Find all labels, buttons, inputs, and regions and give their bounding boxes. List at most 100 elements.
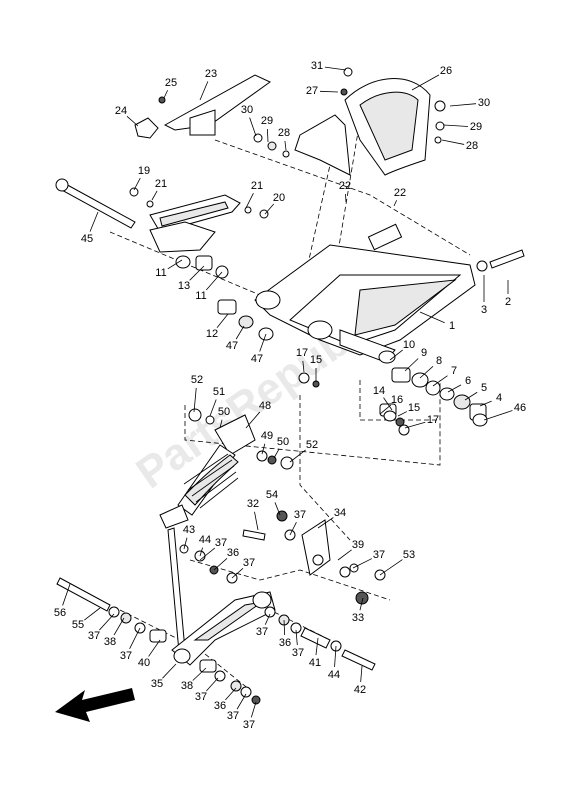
- callout-number: 6: [465, 375, 471, 387]
- leader-line: [302, 360, 305, 373]
- callout-number: 48: [259, 400, 271, 412]
- callout-number: 11: [195, 290, 206, 302]
- callout-number: 25: [165, 77, 177, 89]
- leader-line: [404, 358, 419, 372]
- leader-line: [163, 90, 168, 99]
- leader-line: [151, 190, 158, 201]
- callout-number: 37: [215, 537, 227, 549]
- callout-number: 45: [81, 233, 93, 245]
- leader-line: [199, 547, 203, 557]
- callout-number: 26: [440, 65, 452, 77]
- rear-shock-absorber: [159, 408, 294, 529]
- callout-number: 47: [251, 353, 263, 365]
- callout-number: 52: [306, 439, 318, 451]
- callout-number: 30: [241, 104, 253, 116]
- leader-line: [133, 177, 141, 191]
- callout-number: 22: [339, 180, 351, 192]
- callout-number: 32: [247, 498, 259, 510]
- leader-line: [479, 400, 492, 407]
- callout-number: 49: [261, 430, 273, 442]
- pivot-shaft: [55, 178, 136, 229]
- leader-line: [334, 645, 337, 668]
- leader-line: [129, 627, 141, 650]
- leader-line: [62, 583, 71, 606]
- leader-line: [359, 597, 364, 611]
- callout-number: 31: [311, 60, 323, 72]
- callout-number: 36: [214, 700, 226, 712]
- callout-number: 37: [373, 549, 385, 561]
- leader-line: [249, 117, 257, 137]
- pivot-spacers-left: [175, 255, 274, 341]
- bolts: [56, 510, 376, 671]
- callout-number: 56: [54, 607, 66, 619]
- leader-line: [352, 558, 373, 569]
- callout-number: 55: [72, 619, 84, 631]
- leader-line: [284, 140, 287, 151]
- leader-line: [213, 558, 228, 571]
- leader-line: [315, 637, 319, 656]
- leader-line: [264, 203, 275, 215]
- leader-line: [183, 537, 188, 550]
- callout-number: 37: [243, 719, 255, 731]
- callout-number: 14: [373, 385, 385, 397]
- axle-adjust-bolt: [476, 249, 525, 272]
- callout-number: 9: [421, 347, 427, 359]
- callout-number: 36: [279, 637, 291, 649]
- leader-line: [245, 411, 261, 429]
- callout-number: 50: [218, 406, 230, 418]
- callout-number: 24: [115, 105, 127, 117]
- leader-line: [360, 665, 363, 683]
- callout-number: 37: [195, 691, 207, 703]
- callout-number: 37: [227, 710, 239, 722]
- leader-line: [393, 200, 398, 207]
- leader-line: [126, 115, 139, 127]
- callout-number: 19: [138, 165, 150, 177]
- callout-number: 33: [352, 612, 364, 624]
- leader-line: [411, 74, 440, 91]
- relay-arm: [171, 591, 276, 666]
- leader-line: [225, 687, 237, 701]
- callout-number: 20: [273, 192, 285, 204]
- callout-number: 53: [403, 549, 415, 561]
- leader-lines: [62, 66, 513, 718]
- callout-number: 37: [120, 650, 132, 662]
- leader-line: [219, 419, 223, 429]
- callout-number: 37: [292, 647, 304, 659]
- callout-number: 29: [470, 121, 482, 133]
- callout-number: 29: [261, 115, 273, 127]
- callout-number: 38: [181, 680, 193, 692]
- callout-number: 17: [427, 414, 439, 426]
- leader-line: [274, 502, 281, 516]
- leader-line: [193, 387, 197, 413]
- leader-line: [449, 103, 477, 107]
- leader-line: [148, 639, 161, 657]
- leader-line: [397, 411, 408, 417]
- leader-line: [84, 607, 101, 621]
- leader-line: [261, 443, 266, 455]
- leader-line: [289, 521, 297, 536]
- leader-line: [266, 128, 269, 143]
- callout-number: 34: [334, 507, 346, 519]
- leader-line: [419, 366, 434, 379]
- leader-line: [231, 567, 244, 579]
- callout-number: 23: [205, 68, 217, 80]
- callout-number: 10: [403, 339, 415, 351]
- callout-number: 41: [309, 657, 321, 669]
- swingarm: [254, 223, 476, 363]
- callout-number: 15: [408, 402, 420, 414]
- leader-line: [192, 667, 207, 681]
- leader-line: [404, 421, 426, 429]
- leader-line: [189, 265, 205, 281]
- relay-bracket: [301, 519, 386, 605]
- callout-number: 30: [478, 97, 490, 109]
- callout-number: 2: [505, 296, 511, 308]
- leader-line: [419, 311, 445, 324]
- leader-line: [464, 391, 478, 401]
- leader-line: [324, 66, 347, 71]
- callout-number: 22: [394, 187, 406, 199]
- leader-line: [205, 271, 223, 291]
- leader-line: [206, 677, 219, 692]
- leader-line: [259, 333, 267, 352]
